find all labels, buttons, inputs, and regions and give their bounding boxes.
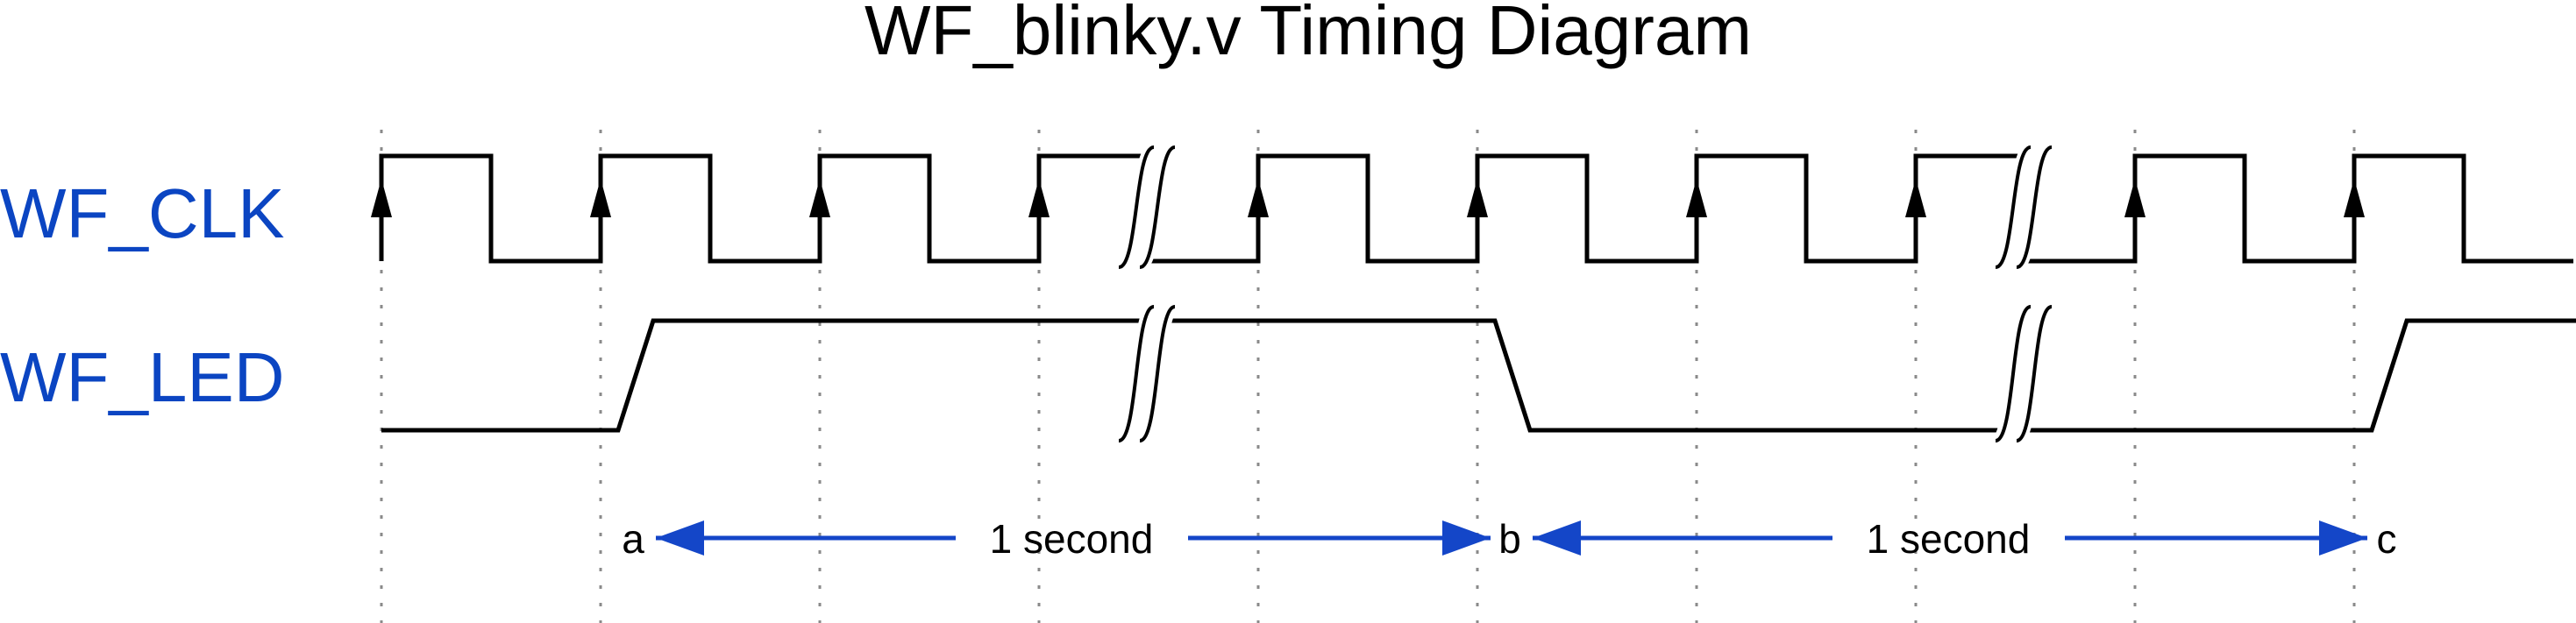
- rising-edge-arrow: [2124, 179, 2145, 217]
- break-mark: [1112, 145, 1182, 269]
- marker-c: c: [2377, 516, 2397, 562]
- break-mark-stroke: [1995, 145, 2032, 269]
- interval-arrow-head: [656, 520, 704, 556]
- break-mark-mask: [1112, 307, 1182, 441]
- rising-edge-arrow: [371, 179, 392, 217]
- rising-edge-arrow: [809, 179, 830, 217]
- signal-label-wf-led: WF_LED: [0, 338, 285, 416]
- grid-lines: [380, 130, 2356, 623]
- wf-led-waveform: [381, 318, 2576, 433]
- wf-clk-waveform: [379, 153, 2573, 264]
- rising-edge-arrow: [1248, 179, 1269, 217]
- break-mark-stroke: [1118, 305, 1155, 442]
- diagram-title: WF_blinky.v Timing Diagram: [865, 0, 1752, 69]
- break-mark: [1112, 305, 1182, 442]
- rising-edge-arrow: [2344, 179, 2365, 217]
- time-break-marks: [1112, 145, 2059, 442]
- clk-rising-edge-arrows: [371, 179, 2365, 217]
- interval-arrow-head: [2319, 520, 2367, 556]
- break-mark: [1989, 145, 2059, 269]
- break-mark-stroke: [2016, 145, 2053, 269]
- interval-arrow-head: [1533, 520, 1581, 556]
- break-mark-mask: [1989, 147, 2059, 267]
- break-mark-stroke: [2016, 305, 2053, 442]
- rising-edge-arrow: [1028, 179, 1050, 217]
- rising-edge-arrow: [590, 179, 611, 217]
- break-mark-stroke: [1139, 145, 1176, 269]
- marker-b: b: [1498, 516, 1521, 562]
- break-mark: [1989, 305, 2059, 442]
- rising-edge-arrow: [1686, 179, 1707, 217]
- interval-measurements: a b c 1 second 1 second: [622, 516, 2396, 562]
- break-mark-mask: [1989, 307, 2059, 441]
- break-mark-stroke: [1995, 305, 2032, 442]
- rising-edge-arrow: [1905, 179, 1926, 217]
- break-mark-mask: [1112, 147, 1182, 267]
- interval-label: 1 second: [990, 516, 1154, 562]
- rising-edge-arrow: [1467, 179, 1488, 217]
- break-mark-stroke: [1139, 305, 1176, 442]
- break-mark-stroke: [1118, 145, 1155, 269]
- interval-arrow-head: [1442, 520, 1491, 556]
- signal-label-wf-clk: WF_CLK: [0, 174, 285, 252]
- marker-a: a: [622, 516, 644, 562]
- interval-label: 1 second: [1867, 516, 2031, 562]
